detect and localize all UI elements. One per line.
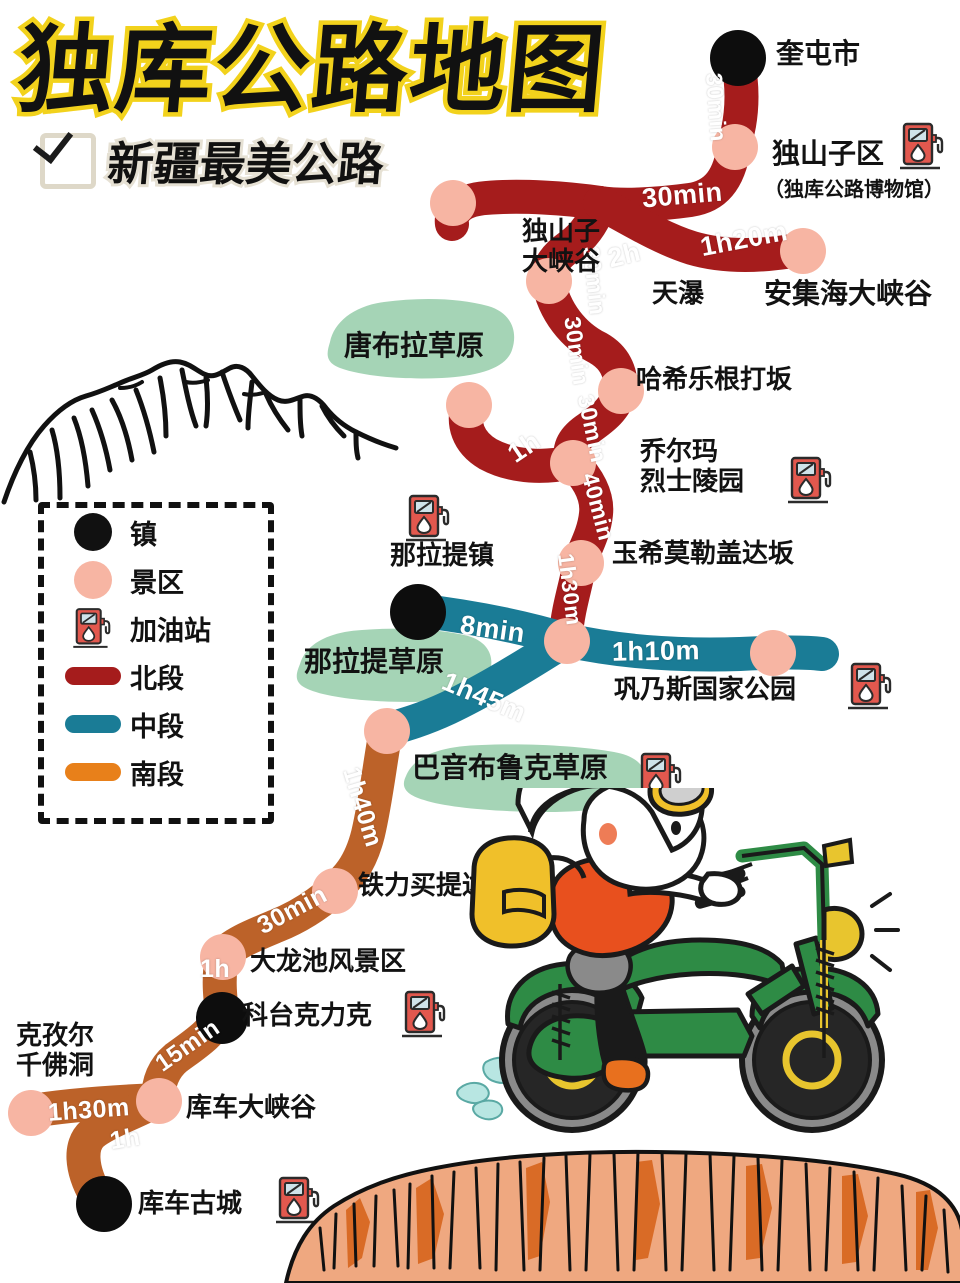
label-kuche-gorge: 库车大峡谷 [186,1093,317,1123]
gas-pump-icon-kuche-city [276,1176,320,1224]
cliff-rock-illustration [283,1149,960,1283]
time-dalongchi-kotaikelike: 1h [200,955,231,983]
grass-area-nalati [296,628,492,702]
node-bayinbuluke[interactable] [364,708,410,754]
node-kuche-gorge[interactable] [136,1078,182,1124]
legend-label-gas: 加油站 [130,615,211,647]
label-qiaoerma: 乔尔玛 烈士陵园 [640,437,745,497]
label-nalati-grass: 那拉提草原 [304,645,445,678]
legend-label-north: 北段 [130,663,184,695]
black-circle-icon [62,513,124,551]
gas-pump-icon-qiaoerma [788,456,832,504]
legend-item-south: 南段 [62,748,268,796]
node-yuximolegai[interactable] [558,540,604,586]
time-kuchegorge-kuchecity: 1h [107,1122,143,1156]
grass-area-bayinbuluke [403,744,645,812]
label-haxilegen: 哈希乐根打坂 [636,365,793,395]
legend-item-town: 镇 [62,508,268,556]
label-kezier: 克孜尔 千佛洞 [16,1021,95,1081]
time-kezier-kuchegorge: 1h30m [47,1093,131,1127]
middle-color-bar-icon [62,715,124,733]
road-south-kuchegorge-kuchecity [66,1083,175,1213]
legend-label-middle: 中段 [130,711,184,743]
page-title: 独库公路地图 [9,10,616,131]
node-dalongchi[interactable] [200,934,246,980]
north-color-bar-icon [62,667,124,685]
node-anjihai[interactable] [780,228,826,274]
gas-pump-icon-bayinbuluke [638,752,682,800]
node-kuche-city[interactable] [76,1176,132,1232]
label-dushanzi-gorge: 独山子 大峡谷 [522,217,601,277]
motorcycle-rider-illustration [456,788,900,1133]
node-nalati-town[interactable] [390,584,446,640]
south-color-bar-icon [62,763,124,781]
label-tianpu: 天瀑 [652,279,705,309]
label-yuximolegai: 玉希莫勒盖达坂 [612,539,795,569]
label-kuitun: 奎屯市 [776,37,861,70]
node-qiaoerma[interactable] [550,440,596,486]
label-gongnaisi: 巩乃斯国家公园 [614,675,797,705]
gas-pump-icon-nalati-town [406,494,450,542]
gas-pump-icon-legend [62,604,124,652]
node-gongnaisi[interactable] [750,630,796,676]
legend-item-scenic: 景区 [62,556,268,604]
pink-circle-icon [62,561,124,599]
node-nalati-junction[interactable] [544,618,590,664]
node-kotaikelike[interactable] [196,992,248,1044]
legend-label-town: 镇 [130,519,157,551]
legend-label-south: 南段 [130,759,184,791]
legend-label-scenic: 景区 [130,567,184,599]
legend-item-north: 北段 [62,652,268,700]
node-tangbula-spur[interactable] [446,382,492,428]
road-north-junction-anjihai [583,186,815,272]
gas-pump-icon-gongnaisi [848,662,892,710]
node-tielimaiti[interactable] [312,868,358,914]
node-dushanzi-gorge[interactable] [430,180,476,226]
node-haxilegen[interactable] [598,368,644,414]
gas-pump-icon-kotaikelike [402,990,446,1038]
legend-panel: 镇 景区 加油站 北段 [38,502,274,824]
label-bayinbuluke-grass: 巴音布鲁克草原 [412,751,609,784]
label-kotaikelike: 科台克力克 [242,1001,373,1031]
label-nalati-town: 那拉提镇 [390,541,495,571]
node-tianpu[interactable] [526,258,572,304]
label-anjihai: 安集海大峡谷 [764,277,933,310]
time-junction-gongnaisi: 1h10m [611,635,701,667]
node-kezier[interactable] [8,1090,54,1136]
road-middle-junction-gongnaisi [549,623,839,672]
grass-area-tangbula [327,298,515,379]
mountain-sketch-illustration [1,359,399,505]
gas-pump-icon-dushanzi [900,122,944,170]
title-block: 独库公路地图 新疆最美公路 [9,10,718,208]
legend-item-gas: 加油站 [62,604,268,652]
checkbox-checked-icon [40,133,96,189]
label-kuche-city: 库车古城 [138,1189,243,1219]
label-dushanzi-sub: （独库公路博物馆） [764,177,944,201]
label-dalongchi: 大龙池风景区 [250,947,407,977]
label-tangbula-grass: 唐布拉草原 [344,329,485,362]
node-kuitun[interactable] [710,30,766,86]
legend-item-middle: 中段 [62,700,268,748]
node-dushanzi[interactable] [712,124,758,170]
label-dushanzi: 独山子区 [772,137,885,170]
page-subtitle: 新疆最美公路 [102,134,389,194]
